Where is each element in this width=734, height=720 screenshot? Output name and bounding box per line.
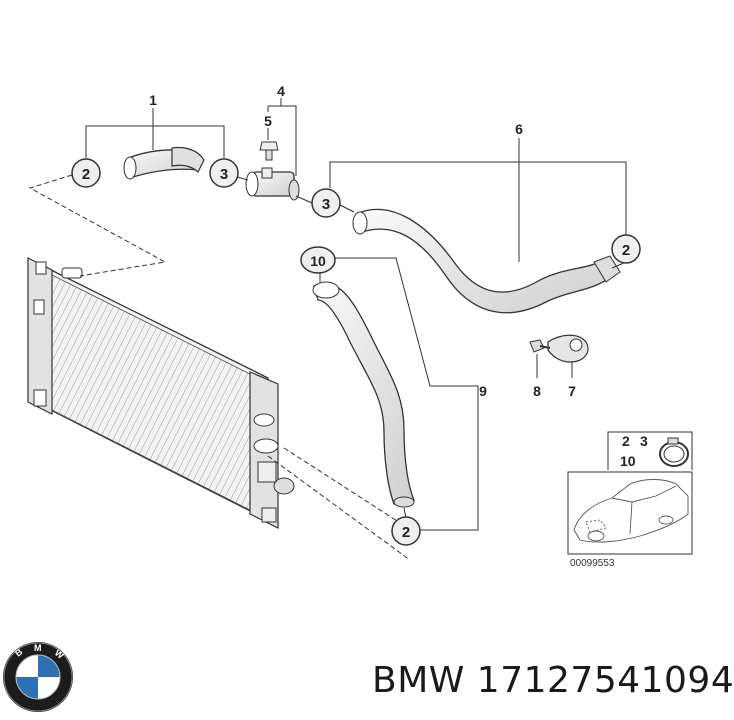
inset-vehicle-location: 00099553 xyxy=(567,471,693,569)
car-outline-icon xyxy=(573,479,689,543)
svg-text:2: 2 xyxy=(82,166,90,183)
hose-connector-4 xyxy=(245,167,300,201)
svg-text:3: 3 xyxy=(322,196,330,213)
leader-lines xyxy=(85,98,627,531)
label-8: 8 xyxy=(533,383,541,399)
label-7: 7 xyxy=(568,383,576,399)
svg-text:3: 3 xyxy=(220,166,228,183)
inset-clamp-reference: 2 3 10 xyxy=(607,431,693,470)
svg-text:2: 2 xyxy=(622,242,630,259)
dashed-connection-lines xyxy=(28,174,411,561)
svg-text:10: 10 xyxy=(310,253,326,269)
callout-circle-2-right: 2 xyxy=(611,234,641,264)
logo-letter-b: B xyxy=(13,646,25,658)
callout-circle-10: 10 xyxy=(300,246,336,274)
reference-code: 00099553 xyxy=(570,558,615,569)
label-6: 6 xyxy=(515,121,523,137)
bolt-8 xyxy=(529,339,551,353)
hose-clamp-icon xyxy=(659,437,689,467)
part-number-caption: BMW 17127541094 xyxy=(372,660,734,701)
callout-circle-2-left: 2 xyxy=(71,158,101,188)
label-9: 9 xyxy=(479,383,487,399)
svg-text:2: 2 xyxy=(622,433,630,449)
hose-1 xyxy=(123,146,205,180)
hose-9 xyxy=(312,281,415,508)
callout-circle-3-upper: 3 xyxy=(209,158,239,188)
radiator xyxy=(27,257,295,529)
label-5: 5 xyxy=(264,113,272,129)
svg-text:10: 10 xyxy=(620,453,636,469)
screw-5 xyxy=(259,141,279,161)
callout-circle-2-bottom: 2 xyxy=(391,516,421,546)
logo-letter-m: M xyxy=(34,643,42,653)
hose-6 xyxy=(352,208,621,314)
svg-text:3: 3 xyxy=(640,433,648,449)
callout-circle-3-mid: 3 xyxy=(311,188,341,218)
bracket-7 xyxy=(547,334,589,363)
bmw-logo: B M W xyxy=(3,642,73,712)
label-1: 1 xyxy=(149,92,157,108)
svg-text:2: 2 xyxy=(402,524,410,541)
label-4: 4 xyxy=(277,83,285,99)
